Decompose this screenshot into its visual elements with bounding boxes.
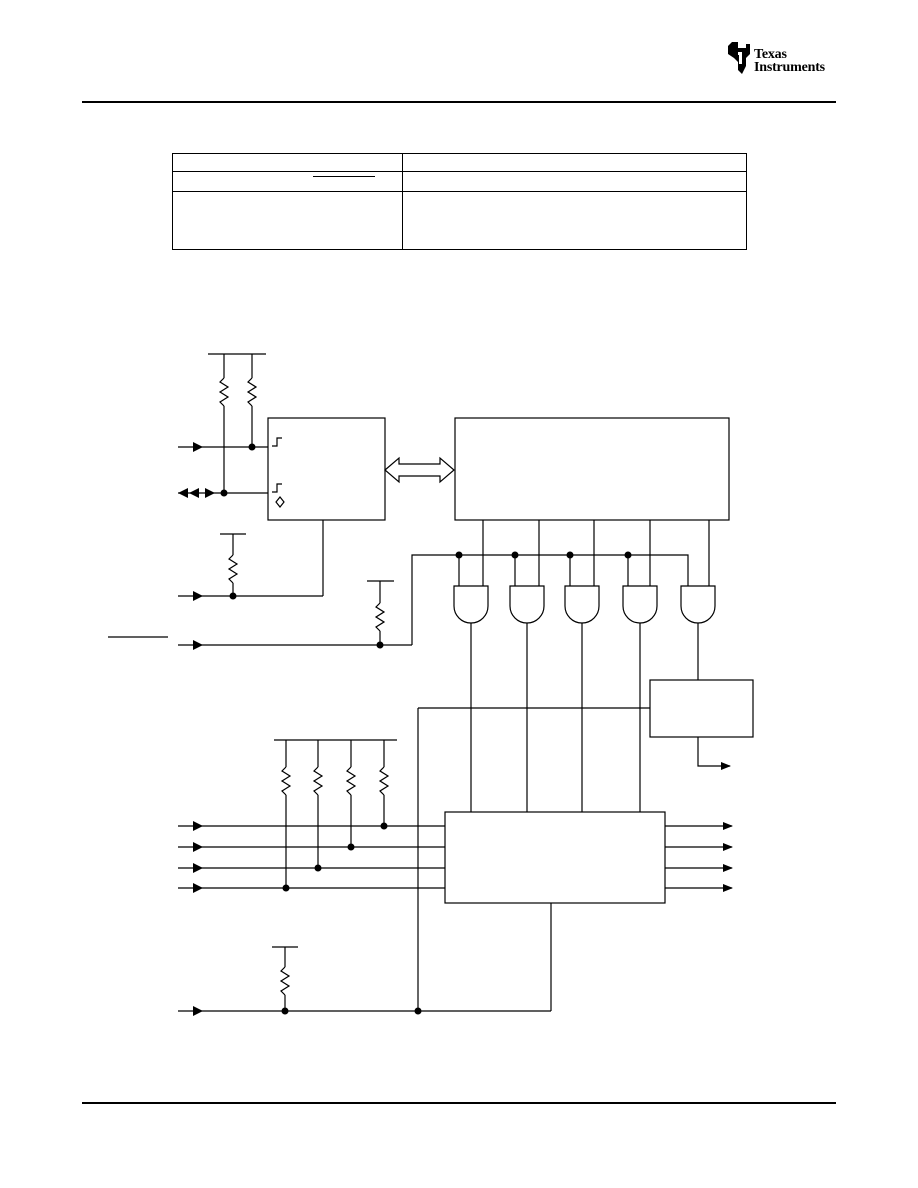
resistor-icon <box>345 766 357 796</box>
junction-dot-icon <box>347 843 355 851</box>
arrowhead-right-icon <box>193 821 203 831</box>
logo-wordmark: Texas Instruments <box>754 47 825 75</box>
and-gate-icon <box>680 585 716 624</box>
arrowhead-left-icon <box>178 488 188 498</box>
table-cell <box>402 191 747 250</box>
junction-dot-icon <box>511 551 519 559</box>
arrowhead-right-icon <box>193 591 203 601</box>
arrowhead-right-icon <box>193 442 203 452</box>
logo-line1: Texas <box>754 47 787 62</box>
junction-dot-icon <box>314 864 322 872</box>
arrowhead-right-icon <box>193 842 203 852</box>
register-block <box>454 417 730 521</box>
junction-dot-icon <box>455 551 463 559</box>
signal-overbar <box>313 176 375 177</box>
arrowhead-right-icon <box>193 1006 203 1016</box>
footer-rule <box>82 1102 836 1104</box>
and-gate-icon <box>453 585 489 624</box>
schmitt-trigger-icon <box>272 437 282 447</box>
logo-line2: Instruments <box>754 60 825 75</box>
junction-dot-icon <box>282 884 290 892</box>
schmitt-trigger-icon <box>272 483 282 493</box>
interface-block <box>267 417 386 521</box>
table-row <box>172 191 747 250</box>
junction-dot-icon <box>281 1007 289 1015</box>
and-gate-icon <box>564 585 600 624</box>
junction-dot-icon <box>376 641 384 649</box>
arrowhead-right-icon <box>193 883 203 893</box>
junction-dot-icon <box>414 1007 422 1015</box>
and-gate-icon <box>509 585 545 624</box>
junction-dot-icon <box>248 443 256 451</box>
resistor-icon <box>280 766 292 796</box>
ti-state-logo-icon <box>728 42 750 74</box>
enable-bus <box>411 554 689 645</box>
resistor-icon <box>374 602 386 632</box>
resistor-icon <box>378 766 390 796</box>
resistor-icon <box>279 966 291 996</box>
pin-table <box>172 153 747 250</box>
junction-dot-icon <box>229 592 237 600</box>
resistor-icon <box>218 377 230 407</box>
and-gate-icon <box>622 585 658 624</box>
double-arrow-icon <box>384 456 455 484</box>
arrowhead-right-icon <box>205 488 215 498</box>
junction-dot-icon <box>624 551 632 559</box>
arrowhead-right-icon <box>193 863 203 873</box>
table-row <box>172 153 747 172</box>
arrowhead-left-icon <box>189 488 199 498</box>
resistor-icon <box>227 554 239 584</box>
junction-dot-icon <box>220 489 228 497</box>
bidir-symbol-icon <box>275 496 285 508</box>
header-rule <box>82 101 836 103</box>
arrowhead-right-icon <box>193 640 203 650</box>
resistor-icon <box>312 766 324 796</box>
output-block <box>649 679 754 738</box>
junction-dot-icon <box>380 822 388 830</box>
company-logo: Texas Instruments <box>726 40 838 80</box>
table-cell <box>172 191 403 250</box>
resistor-icon <box>246 377 258 407</box>
junction-dot-icon <box>566 551 574 559</box>
mux-block <box>444 811 666 904</box>
output-line <box>697 737 731 770</box>
